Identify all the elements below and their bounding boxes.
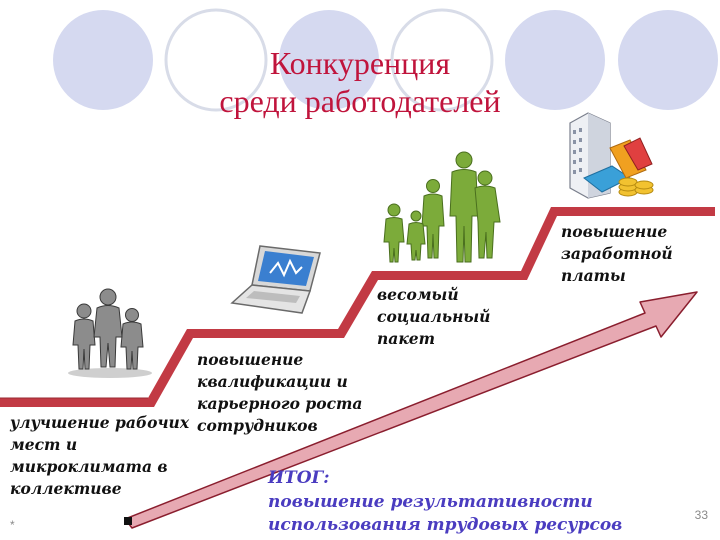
growth-arrow bbox=[124, 291, 698, 529]
decor-circle bbox=[618, 10, 718, 110]
slide-title-text: Конкуренция среди работодателей bbox=[219, 45, 501, 119]
footnote-marker: * bbox=[10, 518, 15, 532]
laptop-icon bbox=[230, 245, 321, 314]
step-2-text: повышение квалификации и карьерного рост… bbox=[197, 350, 363, 435]
decor-circle bbox=[53, 10, 153, 110]
family-icon bbox=[383, 151, 501, 263]
step-1-text: улучшение рабочих мест и микроклимата в … bbox=[10, 413, 190, 498]
decor-circle bbox=[164, 8, 268, 112]
step-3-text: весомый социальный пакет bbox=[377, 285, 491, 348]
decor-circle bbox=[505, 10, 605, 110]
decor-circle bbox=[390, 8, 494, 112]
slide-title: Конкуренция среди работодателей bbox=[150, 44, 570, 120]
step-4-text: повышение заработной платы bbox=[561, 222, 673, 285]
people-group-icon bbox=[68, 288, 152, 378]
staircase bbox=[0, 207, 715, 407]
page-number: 33 bbox=[694, 508, 708, 522]
summary-label: ИТОГ: bbox=[268, 468, 330, 488]
decor-circle bbox=[279, 10, 379, 110]
summary-text: повышение результативности использования… bbox=[268, 492, 623, 535]
money-building-icon bbox=[569, 112, 654, 199]
